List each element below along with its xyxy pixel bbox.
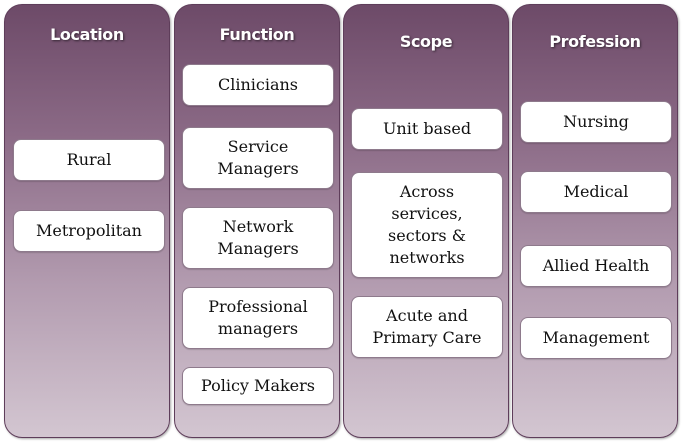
item-network-managers: Network Managers	[182, 207, 334, 269]
item-management: Management	[520, 317, 672, 359]
item-acute-primary-care: Acute and Primary Care	[351, 296, 503, 358]
column-scope: Scope Unit based Across services, sector…	[343, 4, 509, 438]
item-unit-based: Unit based	[351, 108, 503, 150]
item-across-services: Across services, sectors & networks	[351, 172, 503, 278]
column-title-function: Function	[219, 25, 295, 44]
column-title-location: Location	[50, 25, 124, 44]
item-professional-managers: Professional managers	[182, 287, 334, 349]
item-clinicians: Clinicians	[182, 64, 334, 106]
item-nursing: Nursing	[520, 101, 672, 143]
item-rural: Rural	[13, 139, 165, 181]
item-medical: Medical	[520, 171, 672, 213]
item-allied-health: Allied Health	[520, 245, 672, 287]
column-title-profession: Profession	[549, 32, 641, 51]
item-metropolitan: Metropolitan	[13, 210, 165, 252]
item-policy-makers: Policy Makers	[182, 367, 334, 405]
item-service-managers: Service Managers	[182, 127, 334, 189]
column-location: Location Rural Metropolitan	[4, 4, 170, 438]
column-title-scope: Scope	[399, 32, 453, 51]
column-function: Function Clinicians Service Managers Net…	[174, 4, 340, 438]
column-profession: Profession Nursing Medical Allied Health…	[512, 4, 678, 438]
